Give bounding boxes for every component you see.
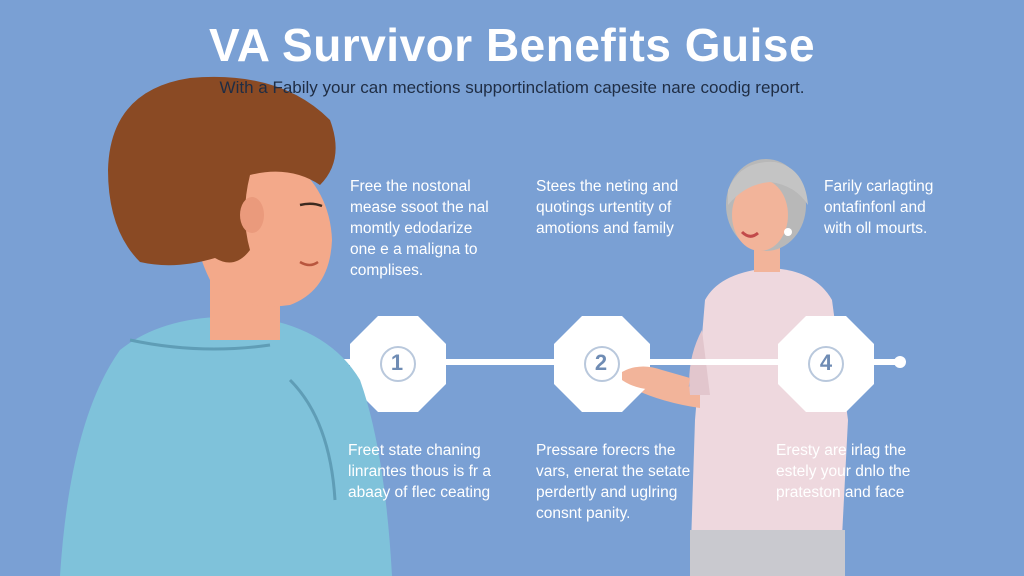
text-line: Farily carlagting <box>824 178 934 195</box>
woman-hand <box>622 366 690 392</box>
text-line: mease ssoot the nal <box>350 199 489 216</box>
bottom-text-block-1: Freet state chaning linrantes thous is f… <box>348 440 528 503</box>
text-line: perdertly and uglring <box>536 484 678 501</box>
page-subtitle: With a Fabily your can mections supporti… <box>219 78 805 97</box>
step-number-3: 4 <box>819 350 833 375</box>
top-text-block-2: Stees the neting and quotings urtentity … <box>536 176 716 239</box>
text-line: linrantes thous is fr a <box>348 463 492 480</box>
text-line: Pressare forecrs the <box>536 442 676 459</box>
text-line: consnt panity. <box>536 505 631 522</box>
text-line: Stees the neting and <box>536 178 679 195</box>
text-line: momtly edodarize <box>350 220 473 237</box>
bottom-text-block-3: Eresty are irlag the estely your dnlo th… <box>776 440 956 503</box>
text-line: complises. <box>350 262 424 279</box>
text-line: Eresty are irlag the <box>776 442 907 459</box>
bottom-text-block-2: Pressare forecrs the vars, enerat the se… <box>536 440 716 524</box>
text-line: with oll mourts. <box>824 220 928 237</box>
text-line: prateston and face <box>776 484 905 501</box>
top-text-block-1: Free the nostonal mease ssoot the nal mo… <box>350 176 510 281</box>
step-badge-1 <box>350 316 446 412</box>
text-line: vars, enerat the setate <box>536 463 691 480</box>
text-line: estely your dnlo the <box>776 463 911 480</box>
text-line: amotions and family <box>536 220 674 237</box>
step-badge-3 <box>778 316 874 412</box>
text-line: one e a maligna to <box>350 241 478 258</box>
text-line: Free the nostonal <box>350 178 471 195</box>
text-line: ontafinfonl and <box>824 199 926 216</box>
text-line: Freet state chaning <box>348 442 481 459</box>
man-figure <box>60 76 392 576</box>
text-line: abaay of flec ceating <box>348 484 491 501</box>
text-line: quotings urtentity of <box>536 199 672 216</box>
page-title: VA Survivor Benefits Guise <box>208 19 816 71</box>
top-text-block-3: Farily carlagting ontafinfonl and with o… <box>824 176 974 239</box>
step-number-1: 1 <box>390 350 404 375</box>
step-number-2: 2 <box>594 350 608 375</box>
step-badge-2 <box>554 316 650 412</box>
